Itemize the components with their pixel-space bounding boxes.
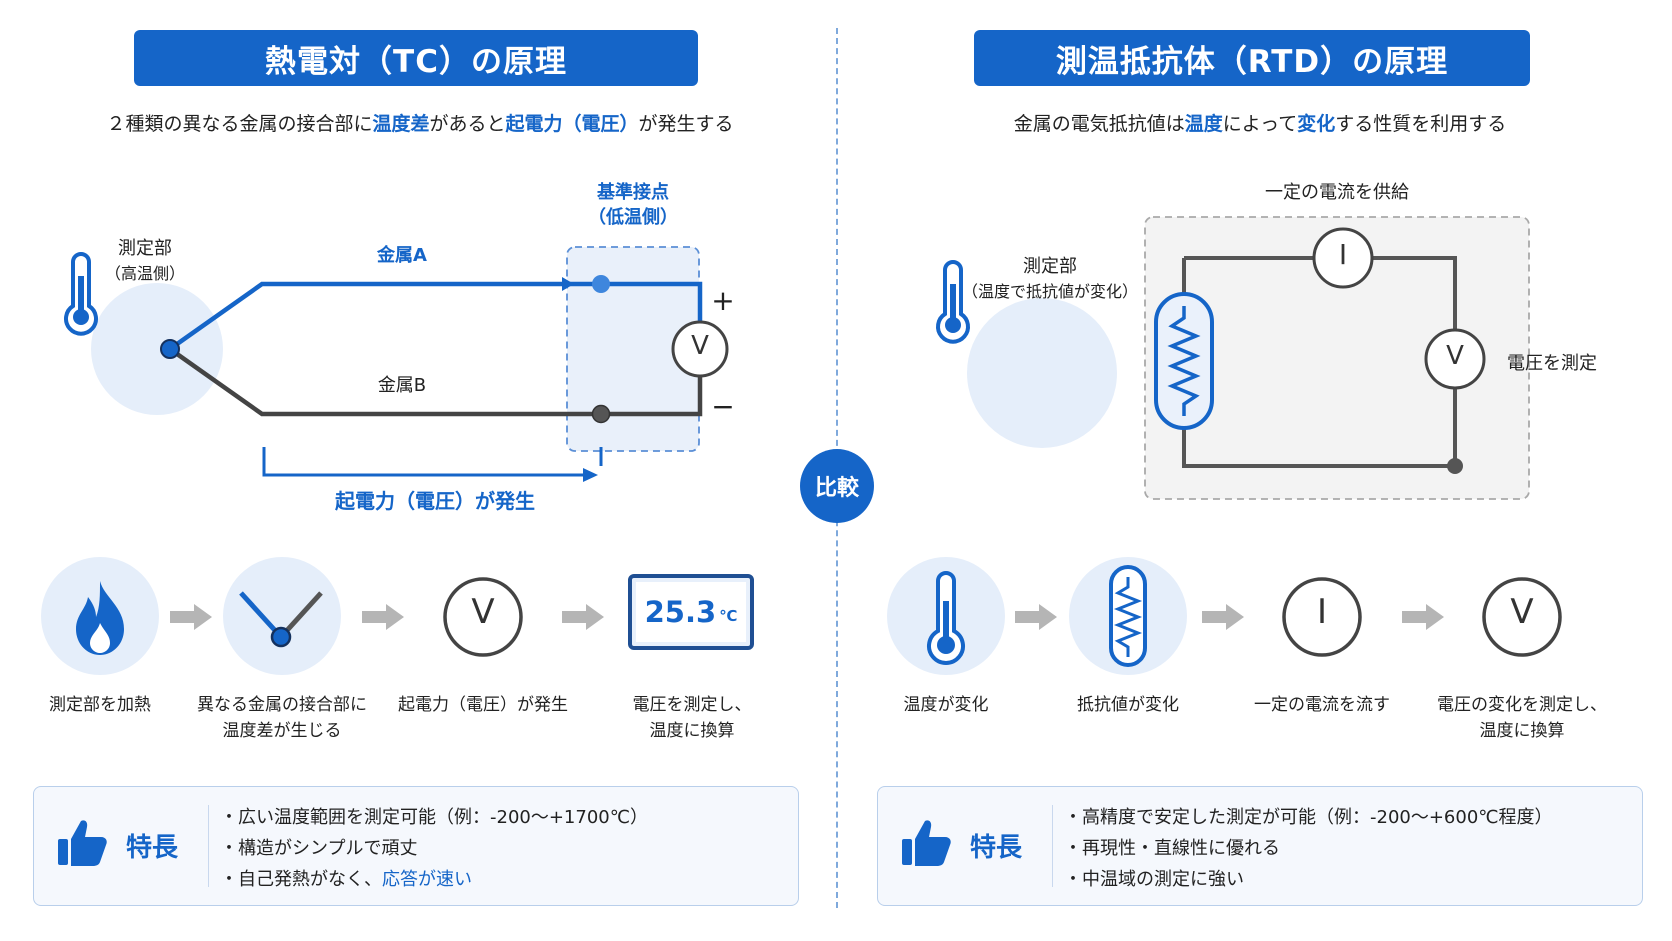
- rtd-step-arrow-3: [1402, 604, 1444, 630]
- tc-plus-sign: +: [711, 284, 735, 317]
- thermometer-icon: [936, 260, 970, 344]
- tc-step-arrow-3: [562, 604, 604, 630]
- tc-step-junction-circle: [223, 557, 341, 675]
- rtd-voltage-meter-symbol: V: [1446, 341, 1464, 371]
- tc-emf-label: 起電力（電圧）が発生: [335, 489, 535, 513]
- tc-metal-b-label: 金属B: [377, 375, 427, 396]
- rtd-voltage-label: 電圧を測定: [1507, 353, 1597, 374]
- rtd-step-label-3: 一定の電流を流す: [1254, 695, 1390, 715]
- rtd-step-voltage-symbol: V: [1510, 592, 1534, 632]
- rtd-step-arrow-2: [1202, 604, 1244, 630]
- voltmeter-icon: [443, 577, 523, 657]
- voltmeter-icon: [1482, 577, 1562, 657]
- tc-reference-label: 基準接点 （低温側）: [588, 182, 678, 228]
- tc-voltmeter-symbol: V: [691, 331, 709, 361]
- thumbs-up-icon: [902, 820, 951, 866]
- rtd-step-label-4: 電圧の変化を測定し、 温度に換算: [1437, 695, 1607, 741]
- tc-step-label-2: 異なる金属の接合部に 温度差が生じる: [197, 695, 367, 741]
- junction-icon: [239, 591, 323, 648]
- tc-metal-a-label: 金属A: [377, 245, 427, 266]
- tc-step-label-3: 起電力（電圧）が発生: [398, 695, 568, 715]
- flame-icon: [76, 581, 124, 655]
- rtd-measure-label: 測定部 （温度で抵抗値が変化）: [961, 256, 1138, 301]
- rtd-features-list: 高精度で安定した測定が可能（例：-200～+600℃程度） 再現性・直線性に優れ…: [1064, 802, 1553, 895]
- tc-step-arrow-1: [170, 604, 212, 630]
- tc-step-voltmeter-symbol: V: [471, 592, 495, 632]
- thermometer-icon: [64, 252, 98, 336]
- tc-step-arrow-2: [362, 604, 404, 630]
- ammeter-icon: [1282, 577, 1362, 657]
- rtd-title: 測温抵抗体（RTD）の原理: [974, 30, 1530, 86]
- tc-step-label-1: 測定部を加熱: [49, 695, 151, 715]
- tc-minus-sign: −: [711, 390, 735, 423]
- tc-features-list: 広い温度範囲を測定可能（例：-200～+1700℃） 構造がシンプルで頑丈 自己…: [220, 802, 648, 895]
- tc-title: 熱電対（TC）の原理: [134, 30, 698, 86]
- thumbs-up-icon: [58, 820, 107, 866]
- rtd-features-panel: 特長 高精度で安定した測定が可能（例：-200～+600℃程度） 再現性・直線性…: [877, 786, 1643, 906]
- compare-badge: 比較: [800, 449, 874, 523]
- tc-features-panel: 特長 広い温度範囲を測定可能（例：-200～+1700℃） 構造がシンプルで頑丈…: [33, 786, 799, 906]
- rtd-step-label-2: 抵抗値が変化: [1077, 695, 1179, 715]
- tc-features-title: 特長: [126, 833, 179, 863]
- rtd-step-label-1: 温度が変化: [903, 695, 989, 715]
- tc-measure-label: 測定部 （高温側）: [104, 238, 185, 283]
- temperature-readout-display: 25.3℃: [628, 574, 754, 650]
- tc-step-label-4: 電圧を測定し、 温度に換算: [632, 695, 752, 741]
- rtd-supply-label: 一定の電流を供給: [1265, 182, 1409, 203]
- rtd-step-current-symbol: I: [1316, 592, 1328, 632]
- rtd-features-title: 特長: [970, 833, 1023, 863]
- rtd-subtitle: 金属の電気抵抗値は温度によって変化する性質を利用する: [1013, 112, 1507, 135]
- rtd-current-meter-symbol: I: [1338, 238, 1348, 271]
- rtd-step-arrow-1: [1015, 604, 1057, 630]
- thermometer-icon: [927, 571, 965, 665]
- resistor-icon: [1109, 565, 1147, 667]
- tc-subtitle: ２種類の異なる金属の接合部に温度差があると起電力（電圧）が発生する: [106, 112, 734, 135]
